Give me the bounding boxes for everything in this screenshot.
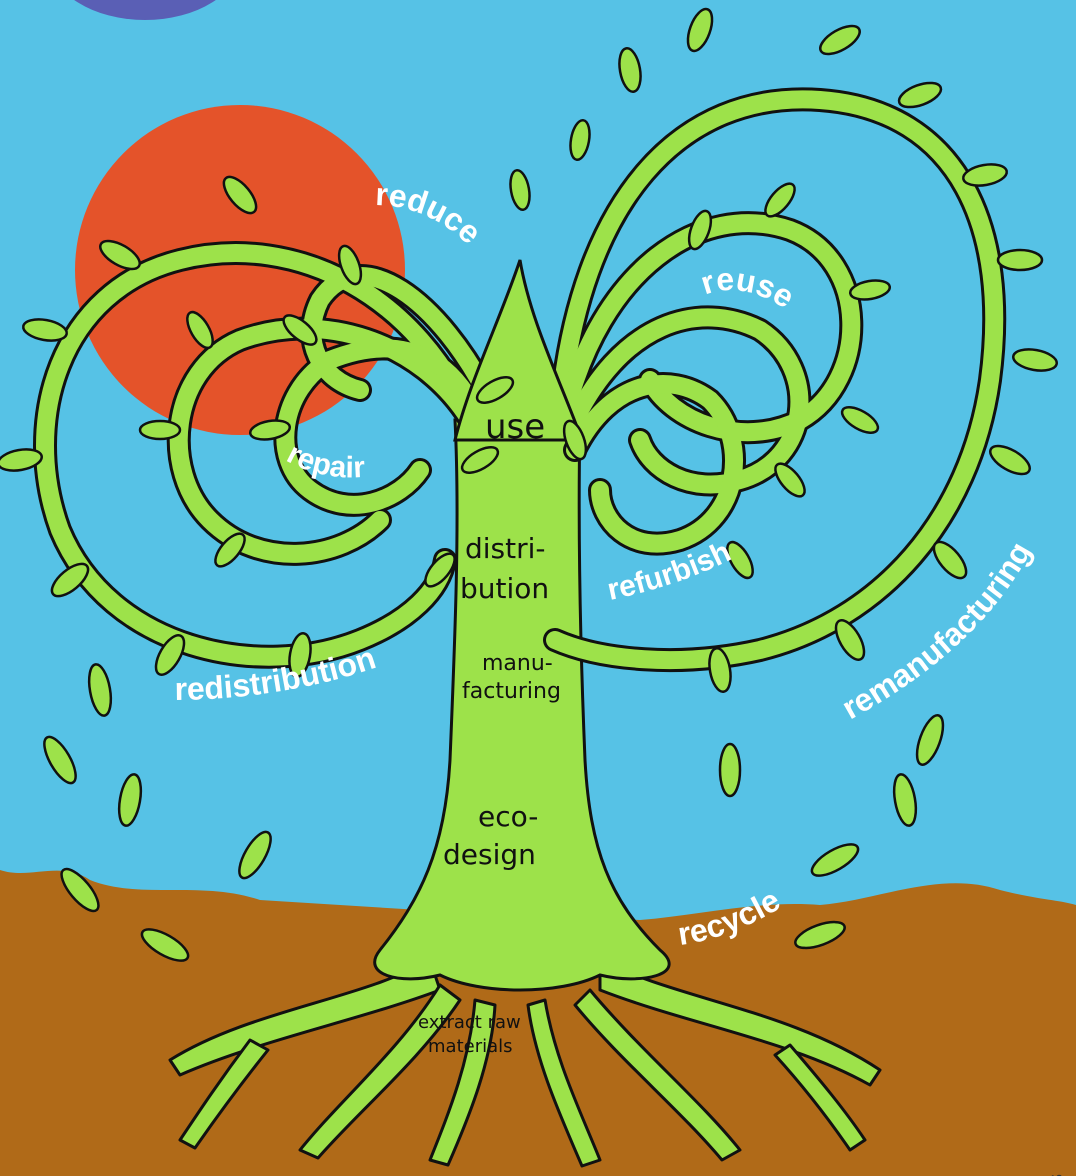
leaves	[0, 7, 1058, 693]
ecodesign-label-line1: eco-	[478, 800, 538, 833]
manufacturing-label-line1: manu-	[482, 651, 553, 676]
corner-logo	[74, 0, 216, 20]
extract-label-line1: extract raw	[418, 1012, 521, 1033]
use-label: use	[485, 407, 545, 447]
ecodesign-label-line2: design	[443, 838, 536, 871]
trunk	[373, 418, 671, 992]
distribution-label-line1: distri-	[465, 532, 546, 565]
extract-label-line2: materials	[428, 1036, 513, 1057]
branches-fill	[36, 90, 1004, 670]
falling-leaves	[43, 663, 945, 962]
distribution-label-line2: bution	[460, 572, 549, 605]
roots	[168, 958, 882, 1168]
manufacturing-label-line2: facturing	[462, 679, 561, 704]
